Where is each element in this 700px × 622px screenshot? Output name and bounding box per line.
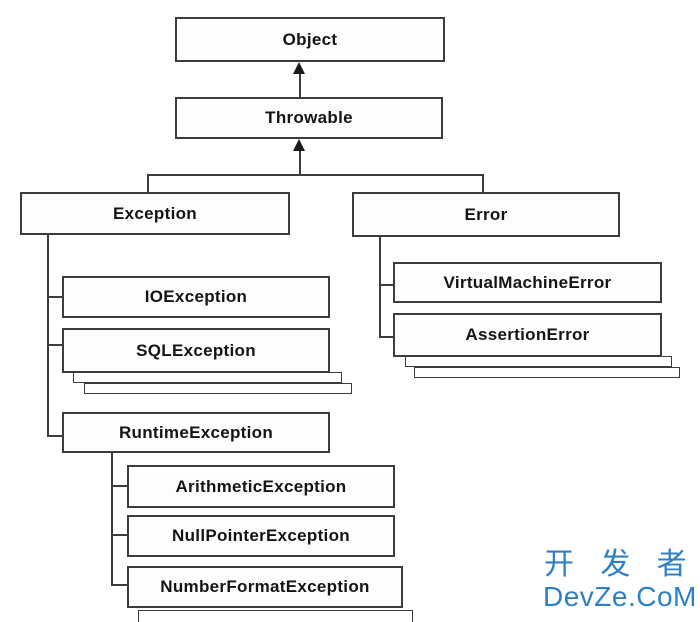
up-arrowhead-icon [293,139,305,151]
tick-to-sqlexception-line [47,344,63,346]
watermark-site-text: DevZe.CoM [543,581,697,612]
up-arrowhead-icon [293,62,305,74]
node-assertionerror: AssertionError [393,313,662,357]
node-exception: Exception [20,192,290,235]
node-virtualmachineerror: VirtualMachineError [393,262,662,303]
tick-to-numberformatexception-line [111,584,128,586]
edge-throwable-to-object [299,72,301,98]
watermark-cjk-text: 开 发 者 [544,548,696,581]
node-sqlexception: SQLException [62,328,330,373]
branch-connector-line [147,174,484,176]
stacked-placeholder-box [84,383,352,394]
tick-to-assertionerror-line [379,336,394,338]
stacked-placeholder-box [73,372,342,383]
stacked-placeholder-box [405,356,672,367]
drop-to-error-line [482,174,484,193]
runtime-children-trunk-line [111,452,113,586]
drop-to-exception-line [147,174,149,193]
stacked-placeholder-box [138,610,413,622]
node-object: Object [175,17,445,62]
node-arithmeticexception: ArithmeticException [127,465,395,508]
tick-to-virtualmachineerror-line [379,284,394,286]
error-children-trunk-line [379,236,381,338]
node-nullpointerexception: NullPointerException [127,515,395,557]
node-numberformatexception: NumberFormatException [127,566,403,608]
tick-to-ioexception-line [47,296,63,298]
tick-to-nullpointerexception-line [111,534,128,536]
node-error: Error [352,192,620,237]
node-ioexception: IOException [62,276,330,318]
edge-branch-to-throwable [299,149,301,175]
tick-to-arithmeticexception-line [111,485,128,487]
node-throwable: Throwable [175,97,443,139]
exception-children-trunk-line [47,234,49,437]
node-runtimeexception: RuntimeException [62,412,330,453]
stacked-placeholder-box [414,367,680,378]
elbow-to-runtimeexception-line [47,435,63,437]
